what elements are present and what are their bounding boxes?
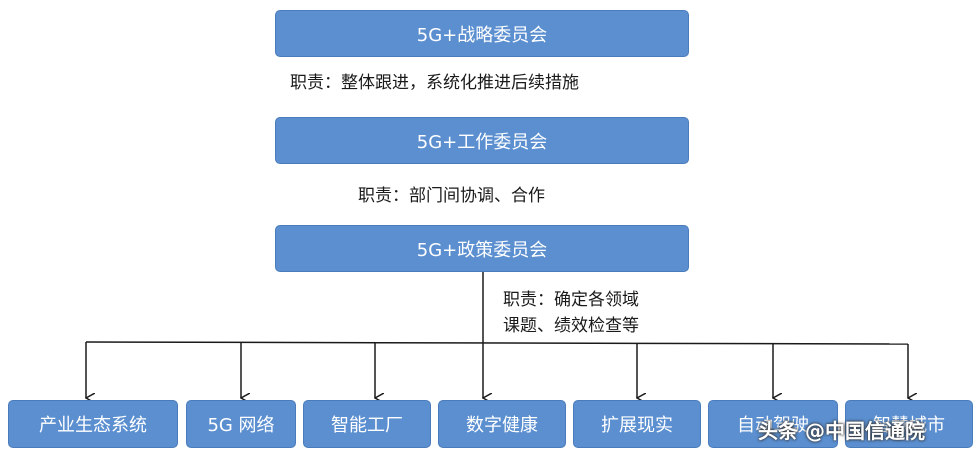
domain-label: 产业生态系统	[39, 415, 147, 436]
work-committee-label: 5G+工作委员会	[416, 131, 548, 153]
domain-box-smart-factory: 智能工厂	[303, 400, 431, 448]
domain-box-digital-health: 数字健康	[438, 400, 566, 448]
distribution-bar	[85, 341, 909, 345]
domain-label: 自动驾驶	[737, 415, 809, 436]
policy-committee-label: 5G+政策委员会	[416, 239, 548, 261]
domain-box-5g-network: 5G 网络	[186, 400, 296, 448]
strategy-committee-box: 5G+战略委员会	[275, 10, 689, 57]
domain-box-ecosystem: 产业生态系统	[8, 400, 178, 448]
strategy-committee-label: 5G+战略委员会	[416, 24, 548, 46]
domain-box-extended-reality: 扩展现实	[573, 400, 701, 448]
domain-box-autonomous-driving: 自动驾驶	[708, 400, 838, 448]
policy-duty-line1: 职责：确定各领域	[503, 290, 639, 310]
domain-label: 智能工厂	[331, 415, 403, 436]
domain-label: 智慧城市	[873, 415, 945, 436]
policy-duty-line2: 课题、绩效检查等	[503, 316, 639, 336]
domain-label: 扩展现实	[601, 415, 673, 436]
policy-committee-box: 5G+政策委员会	[275, 225, 689, 272]
domain-label: 数字健康	[466, 415, 538, 436]
work-duty-text: 职责：部门间协调、合作	[358, 186, 545, 206]
strategy-duty-text: 职责：整体跟进，系统化推进后续措施	[290, 73, 579, 93]
domain-label: 5G 网络	[207, 415, 275, 436]
work-committee-box: 5G+工作委员会	[275, 117, 689, 164]
watermark-text: 头条 @中国信通院	[758, 419, 925, 443]
domain-box-smart-city: 智慧城市	[845, 400, 973, 448]
